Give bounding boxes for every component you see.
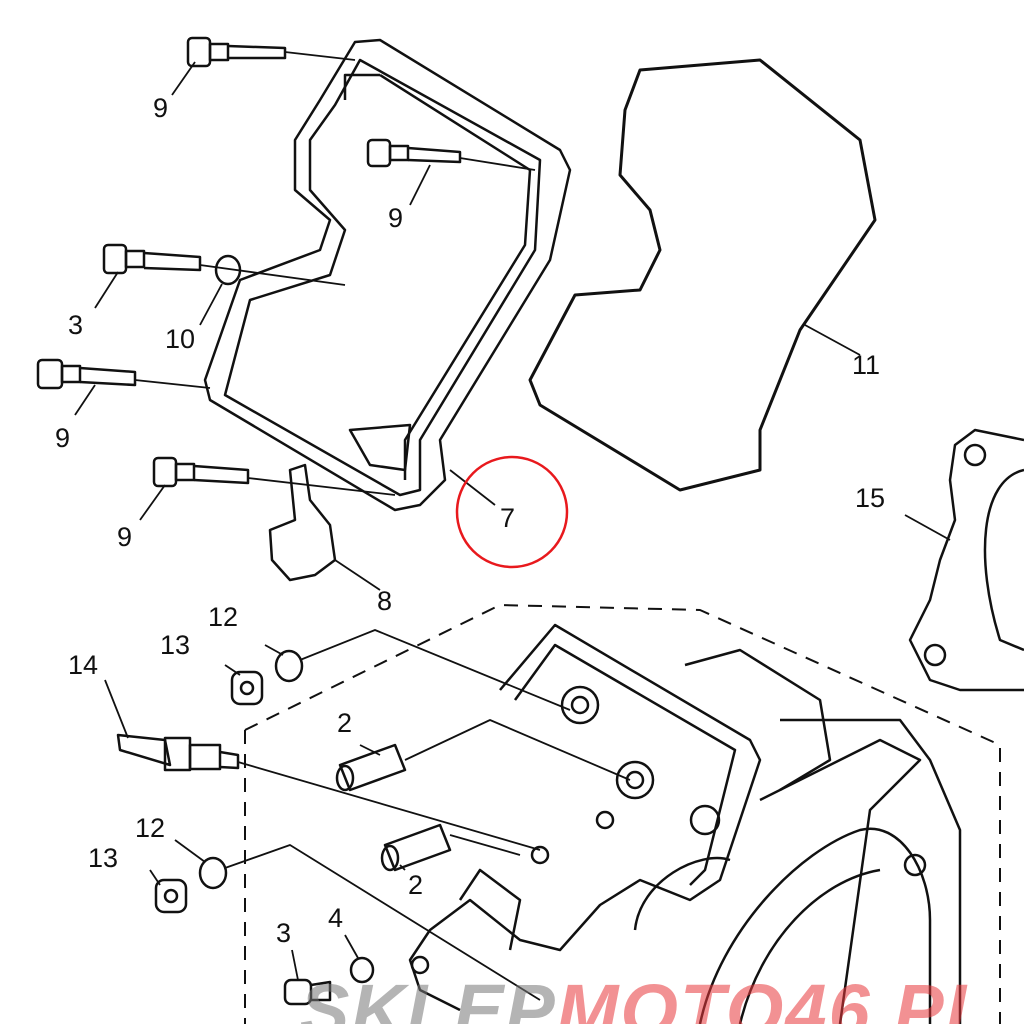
callout-13: 13 [160, 630, 191, 660]
nut-13a [230, 670, 264, 706]
bracket-8 [268, 463, 337, 582]
washer-12b [198, 856, 228, 890]
leader-lines [74, 51, 951, 1001]
washer-4 [349, 956, 375, 984]
cylinder-head [408, 623, 962, 1024]
dowel-2b [380, 823, 452, 872]
cylinder-head-dashed-outline [244, 604, 1001, 1024]
watermark-part2: MOTO46.PL [556, 969, 993, 1024]
callout-11: 11 [852, 350, 881, 380]
highlight-circle-7 [455, 455, 569, 569]
callout-10: 10 [165, 324, 196, 354]
callout-8: 8 [377, 586, 393, 616]
callout-12: 12 [135, 813, 166, 843]
callout-9: 3 [68, 310, 84, 340]
callout-15: 15 [855, 483, 886, 513]
callout-13: 13 [88, 843, 119, 873]
dowel-2a [335, 743, 407, 792]
callout-9: 9 [55, 423, 71, 453]
callout-14: 14 [68, 650, 99, 680]
callout-4: 4 [328, 903, 344, 933]
callout-9: 9 [117, 522, 133, 552]
gasket-15 [908, 428, 1024, 692]
spark-plug-14 [116, 733, 240, 772]
callout-2: 2 [337, 708, 353, 738]
washer-12a [274, 649, 304, 683]
cylinder-head-cover [203, 38, 572, 512]
watermark-logo: SKLEPMOTO46.PL [300, 968, 993, 1024]
gasket-11 [528, 58, 877, 492]
callout-9: 9 [388, 203, 404, 233]
callout-3: 3 [276, 918, 292, 948]
watermark-part1: SKLEP [300, 969, 557, 1024]
nut-13b [154, 878, 188, 914]
callout-9: 9 [153, 93, 169, 123]
callout-7: 7 [500, 503, 516, 533]
callout-12: 12 [208, 602, 239, 632]
bolts-9 [36, 36, 462, 488]
callout-2: 2 [408, 870, 424, 900]
